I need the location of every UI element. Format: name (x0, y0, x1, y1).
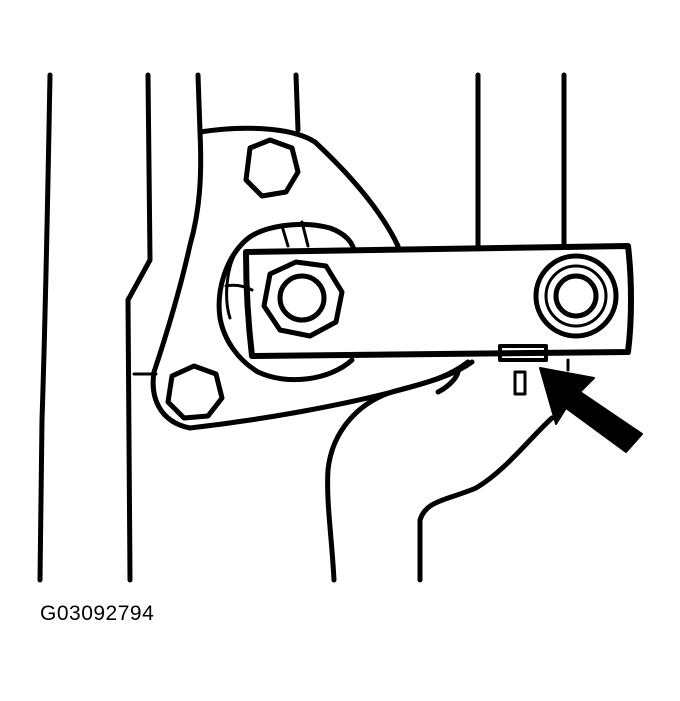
link-arm (243, 243, 634, 359)
link-hex-nut (261, 259, 345, 339)
link-pivot-bushing (533, 253, 619, 339)
figure-id-label: G03092794 (40, 602, 155, 625)
left-frame-member (37, 72, 153, 583)
right-vertical-member (475, 72, 567, 249)
arrow-icon (539, 367, 643, 453)
alignment-marks (498, 344, 570, 396)
lower-bracket-bolt (165, 363, 225, 421)
circular-hub (216, 220, 357, 383)
center-vertical-member (195, 72, 301, 135)
lower-body-contour (325, 359, 555, 583)
upper-bracket-bolt (243, 137, 301, 199)
